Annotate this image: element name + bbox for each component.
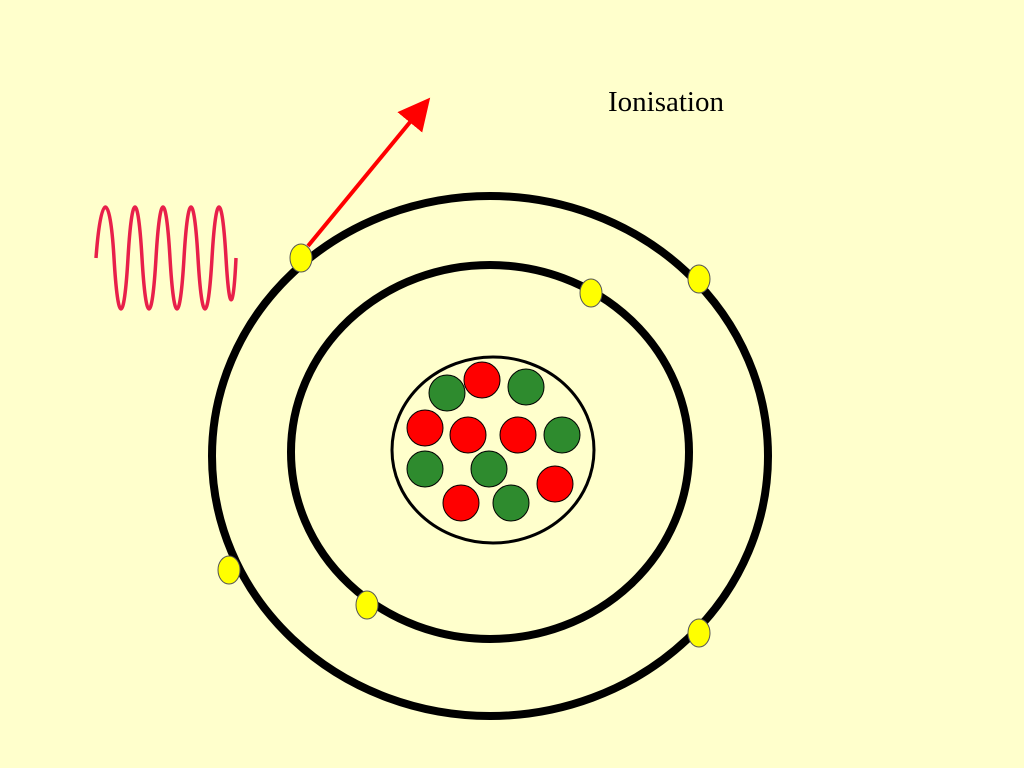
neutron (470, 450, 508, 488)
electron (217, 555, 241, 585)
neutron (543, 416, 581, 454)
proton (499, 416, 537, 454)
proton (406, 409, 444, 447)
arrow-icon (306, 97, 431, 248)
proton (442, 484, 480, 522)
electron (687, 618, 711, 648)
electron (579, 278, 603, 308)
outer-orbit (208, 192, 772, 720)
proton (536, 465, 574, 503)
neutron (492, 484, 530, 522)
proton (449, 416, 487, 454)
neutron (428, 374, 466, 412)
electrons (217, 243, 711, 648)
wave-icon (94, 205, 238, 311)
nucleus (406, 361, 581, 522)
electron (355, 590, 379, 620)
electron (687, 264, 711, 294)
nucleus-boundary (390, 355, 596, 545)
inner-orbit (287, 261, 693, 643)
neutron (406, 450, 444, 488)
electron (289, 243, 313, 273)
slide-title: Ionisation (608, 86, 724, 118)
proton (463, 361, 501, 399)
neutron (507, 368, 545, 406)
